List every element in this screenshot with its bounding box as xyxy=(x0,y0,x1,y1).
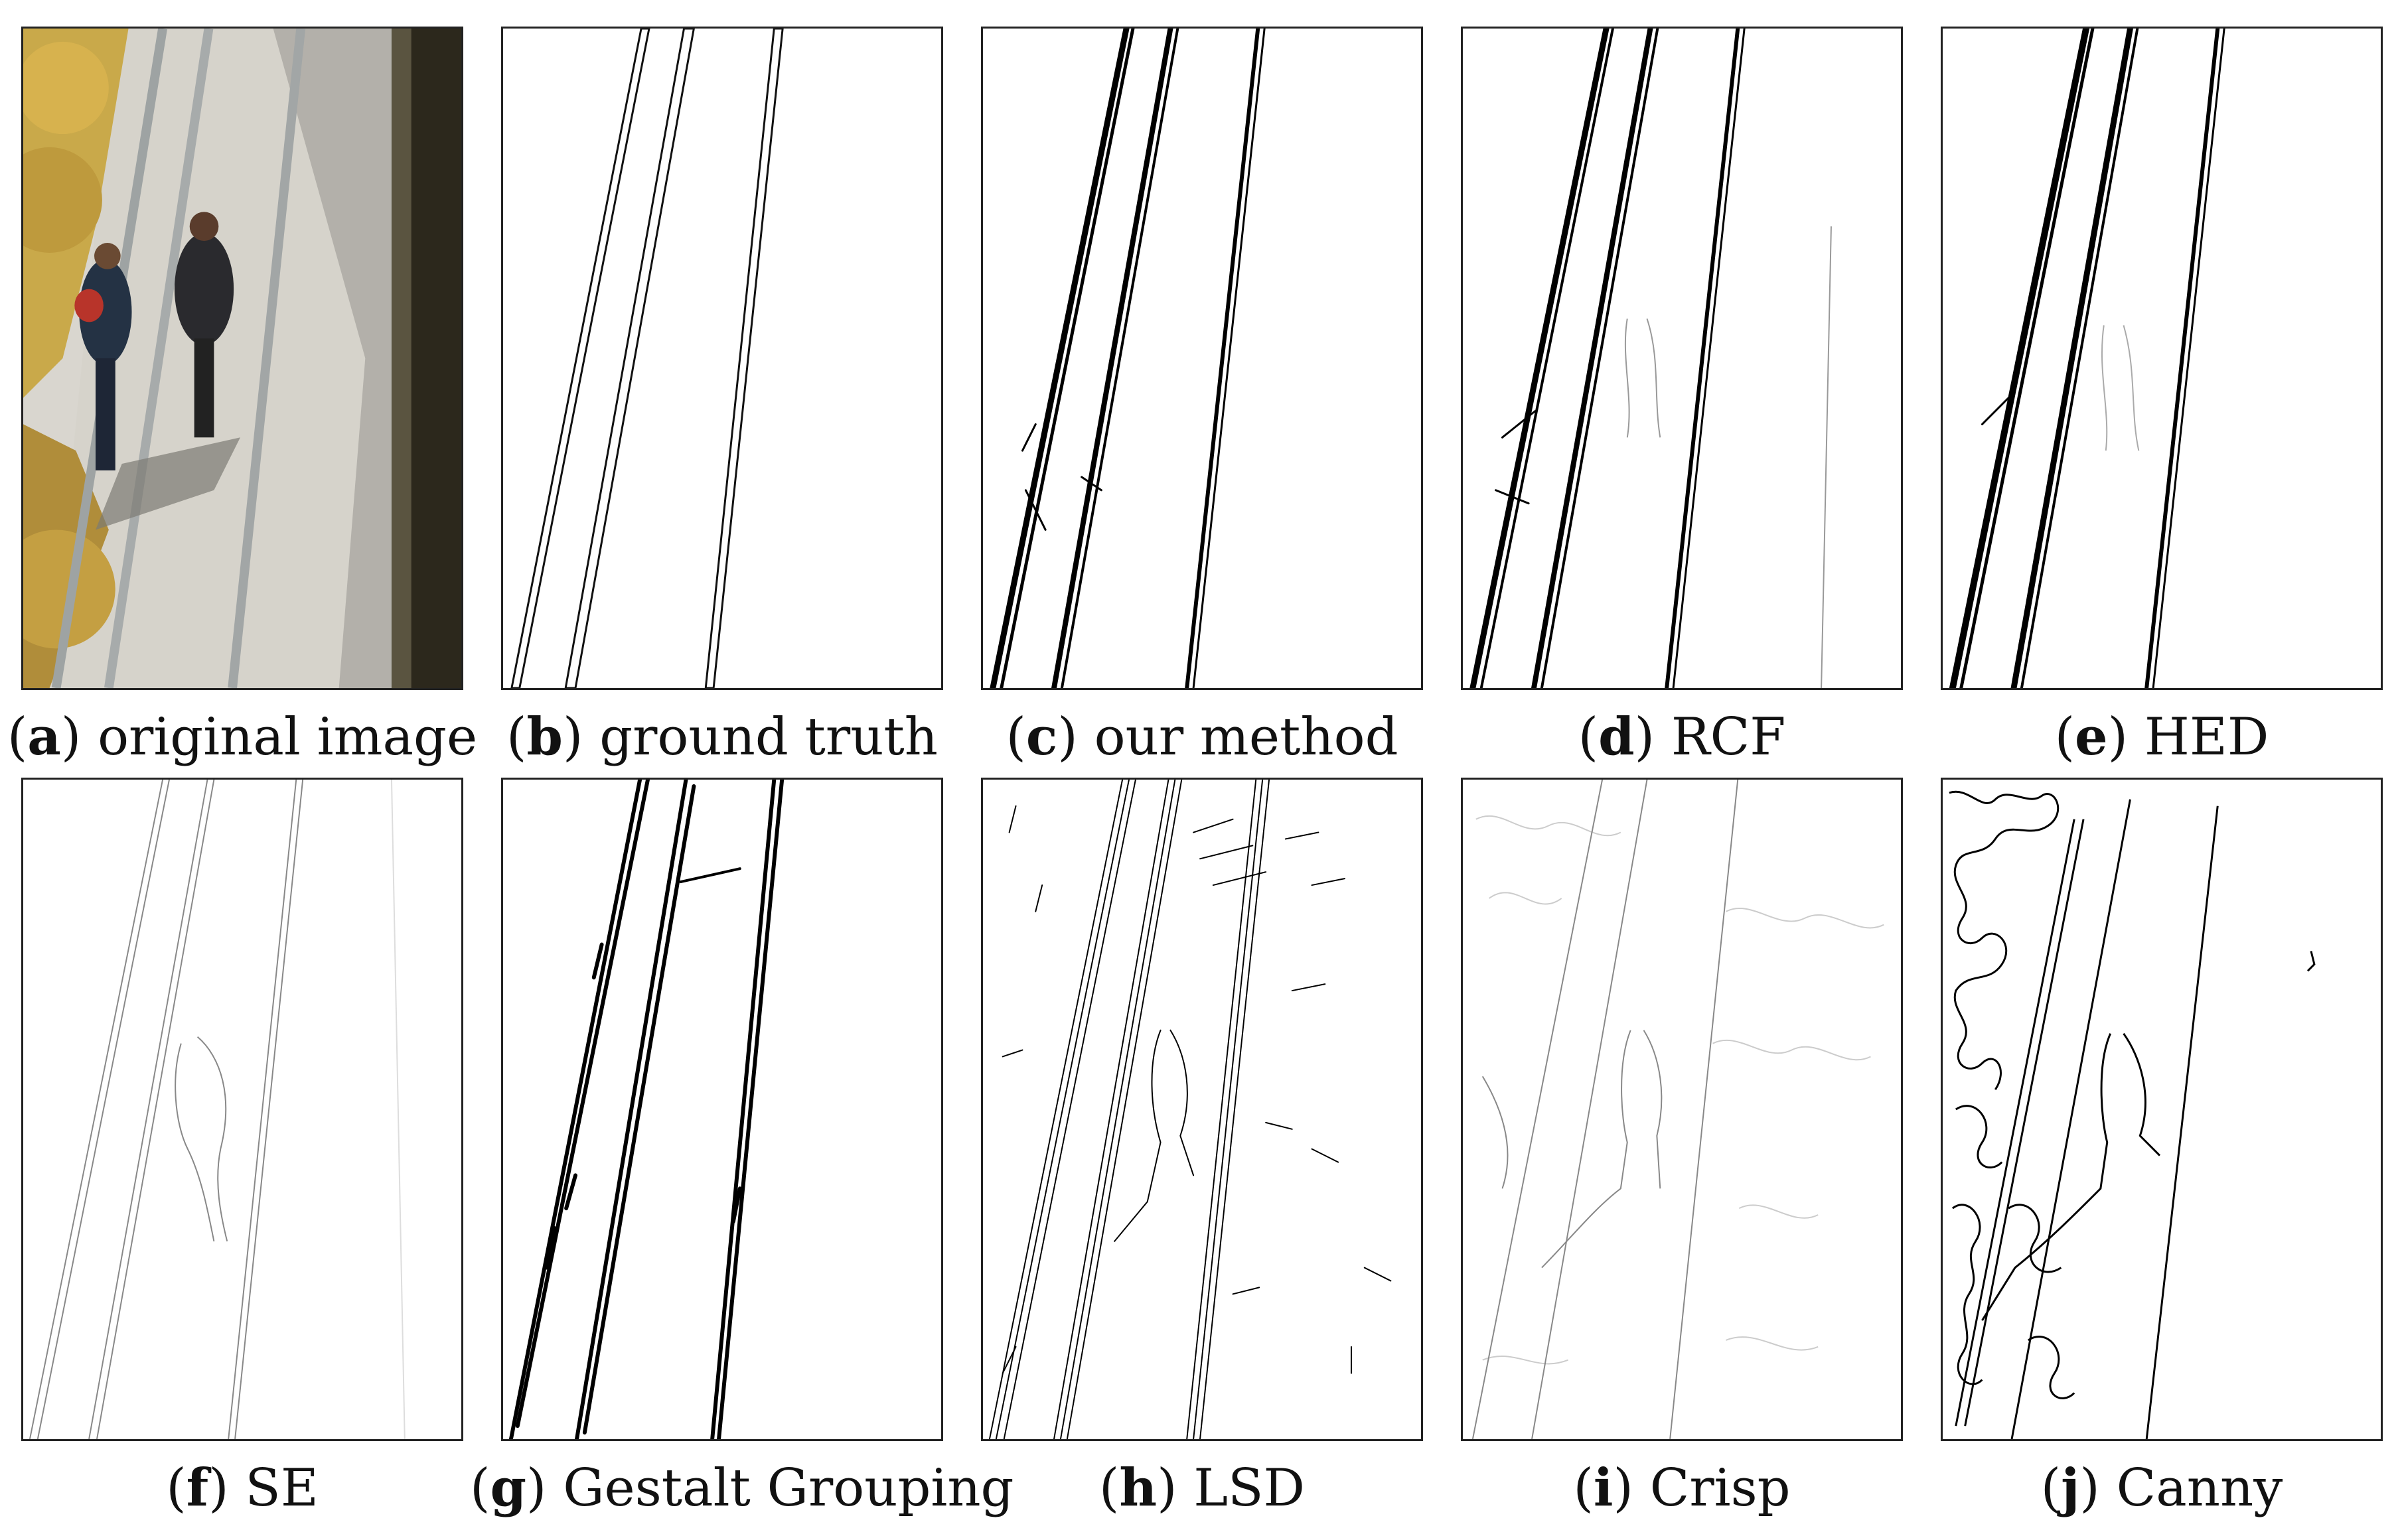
hed-edges xyxy=(1949,29,2225,688)
panel-gestalt-grouping xyxy=(501,778,943,1441)
panel-canny xyxy=(1941,778,2383,1441)
gestalt-grouping-edges xyxy=(508,780,785,1439)
panel-hed xyxy=(1941,27,2383,690)
caption-i: (i) Crisp xyxy=(1573,1458,1791,1518)
caption-c: (c) our method xyxy=(1006,707,1398,767)
caption-b: (b) ground truth xyxy=(506,707,938,767)
caption-e: (e) HED xyxy=(2054,707,2269,767)
panel-crisp xyxy=(1461,778,1903,1441)
original-photo xyxy=(23,29,461,688)
ground-truth-edges xyxy=(510,29,784,688)
panel-rcf xyxy=(1461,27,1903,690)
panel-lsd xyxy=(981,778,1423,1441)
canny-edges xyxy=(1949,790,2316,1439)
panel-ground-truth xyxy=(501,27,943,690)
our-method-edges xyxy=(990,29,1266,688)
rcf-edges xyxy=(1469,29,1832,688)
se-edges xyxy=(29,780,406,1439)
caption-h: (h) LSD xyxy=(1098,1458,1306,1518)
caption-d: (d) RCF xyxy=(1578,707,1786,767)
caption-a: (a) original image xyxy=(7,707,478,767)
panel-se xyxy=(21,778,463,1441)
panel-original-image xyxy=(21,27,463,690)
caption-g: (g) Gestalt Grouping xyxy=(470,1458,1014,1518)
panel-our-method xyxy=(981,27,1423,690)
caption-j: (j) Canny xyxy=(2040,1458,2283,1518)
caption-f: (f) SE xyxy=(166,1458,319,1518)
lsd-edges xyxy=(988,780,1392,1439)
crisp-edges xyxy=(1471,780,1884,1439)
